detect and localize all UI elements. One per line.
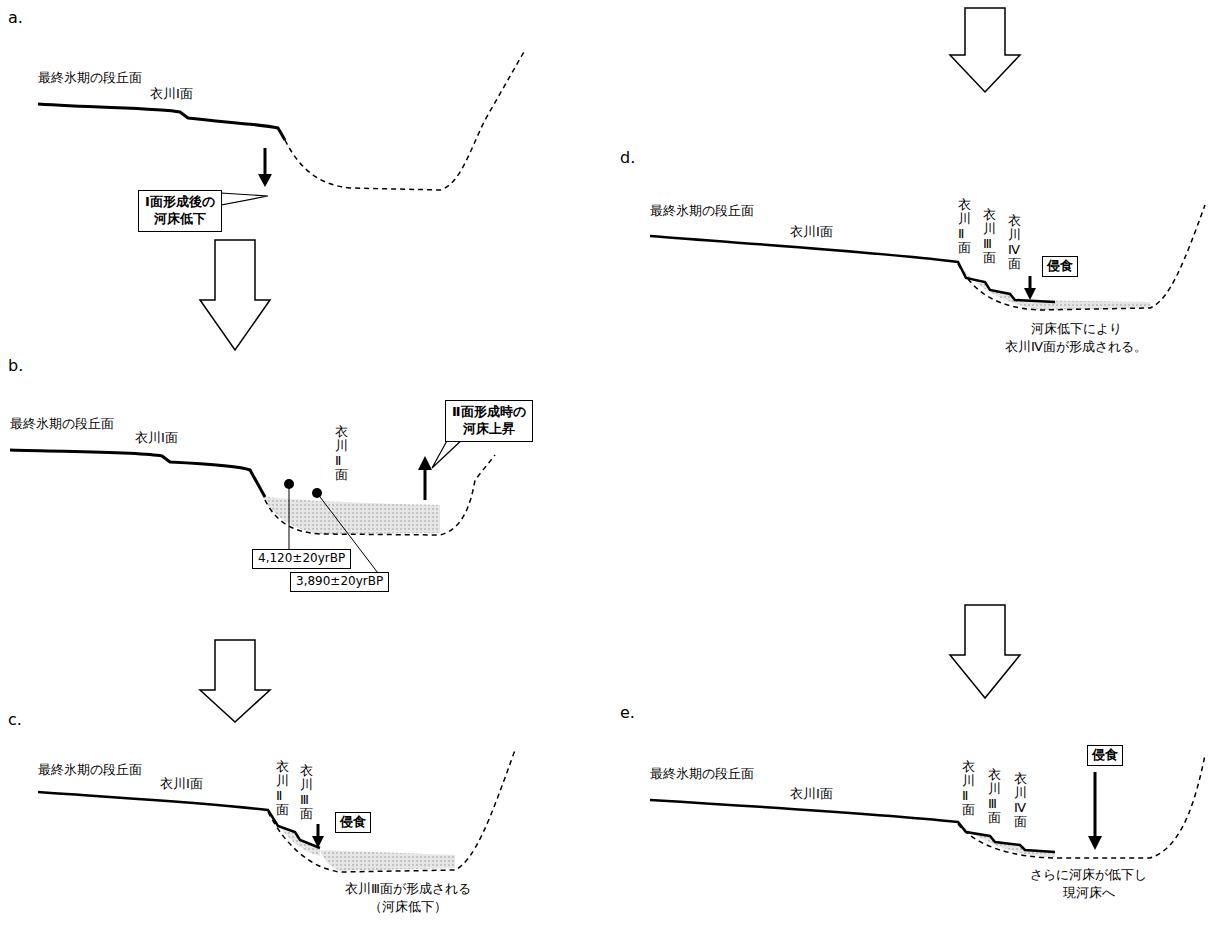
callout-box: Ⅱ面形成時の 河床上昇 <box>445 400 533 442</box>
valley-profile <box>268 750 515 872</box>
erosion-box: 侵食 <box>1087 745 1123 766</box>
downcut-arrowhead <box>312 836 324 848</box>
panel-letter: e. <box>620 703 635 722</box>
valley-profile <box>958 755 1205 858</box>
downcut-arrowhead <box>1088 836 1102 850</box>
downcut-arrow <box>1029 276 1032 290</box>
terrace-label: 衣川Ⅰ面 <box>790 786 833 803</box>
terrace-surface <box>650 236 1055 302</box>
aggradation-arrow <box>424 468 427 500</box>
terrace-label: 最終氷期の段丘面 <box>38 762 142 779</box>
terrace-label: 最終氷期の段丘面 <box>650 766 754 783</box>
valley-profile <box>265 455 495 535</box>
terrace-surface <box>10 450 265 497</box>
step-arrow <box>200 240 270 350</box>
box-text: 侵食 <box>340 814 366 831</box>
callout-tail <box>432 441 461 468</box>
panel-letter: b. <box>8 356 23 375</box>
downcut-arrow <box>264 148 267 176</box>
terrace-label-vertical: 衣川Ⅲ面 <box>300 764 313 821</box>
terrace-label: 衣川Ⅰ面 <box>160 776 203 793</box>
terrace-label-vertical: 衣川Ⅱ面 <box>958 198 971 255</box>
fill-deposit <box>320 850 455 871</box>
panel-letter: d. <box>620 148 635 167</box>
panel-letter: a. <box>8 8 23 27</box>
downcut-arrow <box>1094 772 1097 838</box>
terrace-label-vertical: 衣川Ⅱ面 <box>276 760 289 817</box>
downcut-arrow <box>317 824 320 838</box>
step-arrow <box>950 8 1020 92</box>
terrace-label: 最終氷期の段丘面 <box>38 70 142 87</box>
box-text: Ⅱ面形成時の 河床上昇 <box>452 404 526 438</box>
date-box: 3,890±20yrBP <box>290 572 389 592</box>
leader-line <box>289 484 290 549</box>
aggradation-arrowhead <box>418 456 432 470</box>
terrace-label: 衣川Ⅰ面 <box>135 430 178 447</box>
stage-caption: 衣川Ⅲ面が形成される （河床低下） <box>345 880 471 916</box>
valley-profile <box>285 50 525 190</box>
erosion-box: 侵食 <box>335 812 371 833</box>
downcut-arrowhead <box>1024 288 1036 300</box>
date-box: 4,120±20yrBP <box>252 549 351 569</box>
terrace-label: 最終氷期の段丘面 <box>10 416 114 433</box>
terrace-label: 最終氷期の段丘面 <box>650 203 754 220</box>
terrace-surface <box>38 104 285 140</box>
terrace-label-vertical: 衣川Ⅳ面 <box>1014 772 1027 829</box>
terrace-label: 衣川Ⅰ面 <box>790 224 833 241</box>
downcut-arrowhead <box>258 174 272 187</box>
terrace-label-vertical: 衣川Ⅱ面 <box>962 760 975 817</box>
step-arrow <box>200 640 270 722</box>
terrace-label-vertical: 衣川Ⅲ面 <box>988 768 1001 825</box>
step-arrow <box>950 605 1020 698</box>
box-text: Ⅰ面形成後の 河床低下 <box>145 194 215 228</box>
terrace-label-vertical: 衣川Ⅱ面 <box>335 425 348 482</box>
terrace-label-vertical: 衣川Ⅲ面 <box>983 208 996 265</box>
box-text: 侵食 <box>1047 258 1073 275</box>
box-text: 3,890±20yrBP <box>296 574 383 590</box>
callout-tail <box>221 193 268 205</box>
callout-box: Ⅰ面形成後の 河床低下 <box>138 190 222 232</box>
box-text: 侵食 <box>1092 747 1118 764</box>
valley-profile <box>958 205 1205 310</box>
terrace-label-vertical: 衣川Ⅳ面 <box>1008 214 1021 271</box>
terrace-label: 衣川Ⅰ面 <box>150 86 193 103</box>
panel-letter: c. <box>8 710 22 729</box>
erosion-box: 侵食 <box>1042 256 1078 277</box>
stage-caption: さらに河床が低下し 現河床へ <box>1030 866 1147 902</box>
stage-caption: 河床低下により 衣川Ⅳ面が形成される。 <box>1005 320 1147 356</box>
box-text: 4,120±20yrBP <box>258 551 345 567</box>
